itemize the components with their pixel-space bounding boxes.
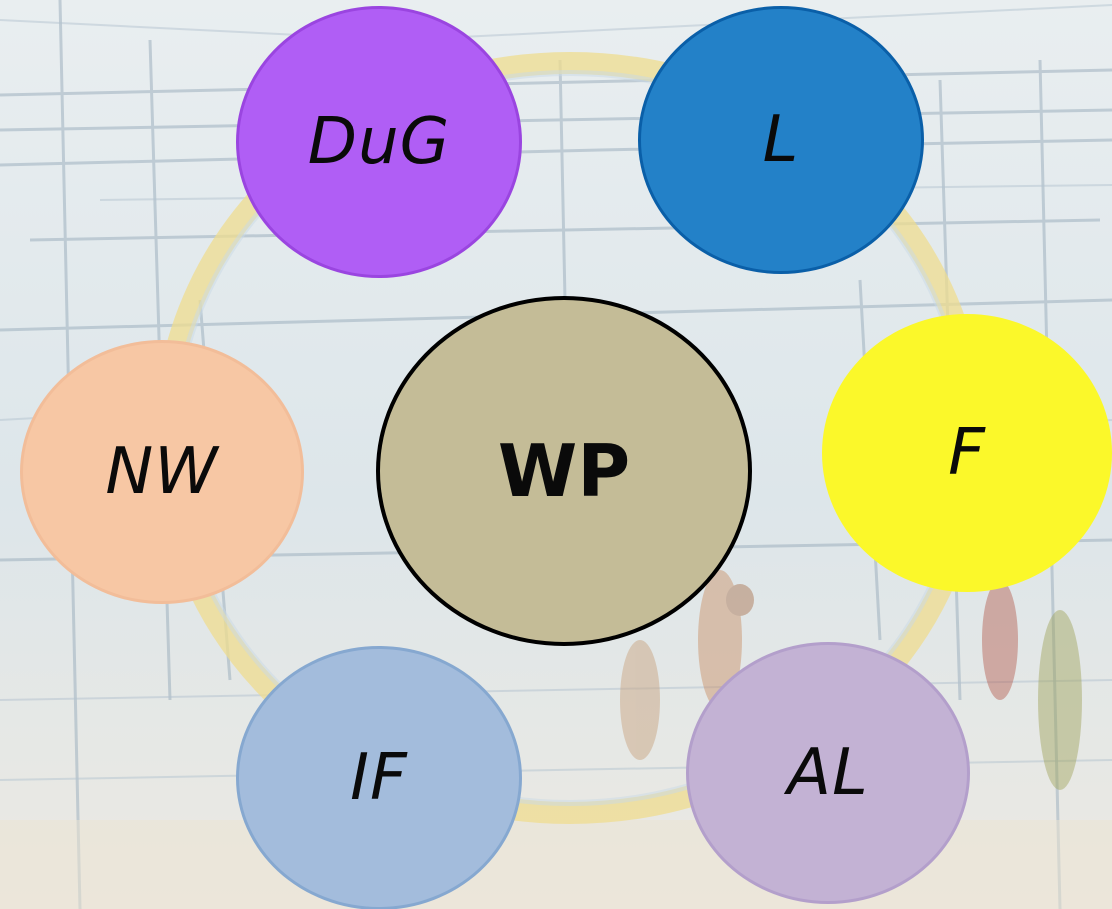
node-f: F (822, 314, 1112, 592)
node-l-label: L (762, 103, 800, 177)
node-nw-label: NW (105, 435, 219, 509)
node-if: IF (236, 646, 522, 909)
node-if-label: IF (350, 741, 408, 815)
center-node-label: WP (497, 429, 631, 513)
node-dug: DuG (236, 6, 522, 278)
node-al-label: AL (787, 736, 869, 810)
node-al: AL (686, 642, 970, 904)
center-node-wp: WP (376, 296, 752, 646)
node-nw: NW (20, 340, 304, 604)
node-f-label: F (948, 416, 986, 490)
node-dug-label: DuG (307, 105, 451, 179)
node-l: L (638, 6, 924, 274)
